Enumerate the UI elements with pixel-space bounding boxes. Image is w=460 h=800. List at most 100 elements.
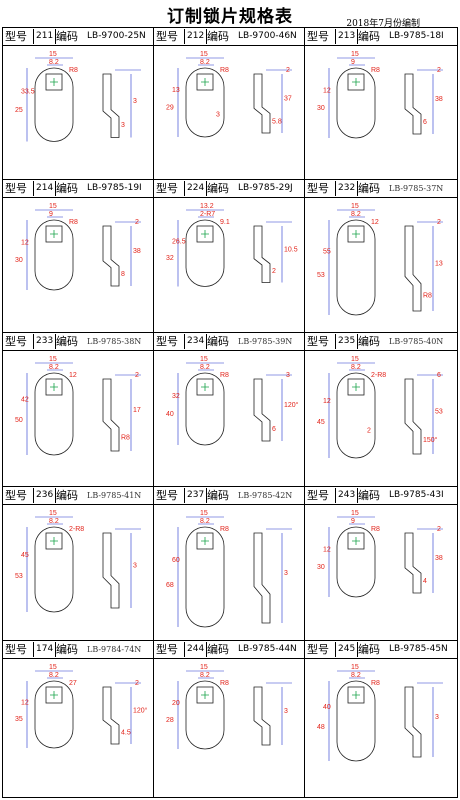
side-view: [404, 532, 422, 594]
dimension-label: 2: [286, 67, 290, 74]
dimension-label: 8.2: [351, 672, 361, 679]
dimension-label: 2: [367, 428, 371, 435]
dimension-label: 5.8: [272, 118, 282, 125]
part-code: LB-9785-39N: [238, 337, 293, 346]
part-code: LB-9700-46N: [238, 31, 297, 41]
side-dimension-lines: [417, 221, 443, 311]
dimension-lines: [177, 57, 224, 137]
part-code: LB-9784-74N: [87, 645, 142, 654]
dimension-label: 38: [133, 248, 141, 255]
dimension-lines: [26, 670, 73, 748]
dimension-lines: [177, 670, 224, 749]
side-view: [404, 378, 422, 455]
model-number: 233: [33, 334, 57, 349]
dimension-label: 42: [21, 397, 29, 404]
dimension-label: 15: [49, 51, 57, 58]
model-number: 213: [335, 29, 359, 44]
dimension-label: 8.2: [200, 364, 210, 371]
dimension-label: 2: [135, 680, 139, 687]
dimension-label: 37: [284, 96, 292, 103]
side-view: [253, 225, 271, 283]
dimension-label: 3: [133, 563, 137, 570]
model-label: 型号: [156, 182, 178, 195]
model-number: 212: [184, 29, 208, 44]
code-label: 编码: [358, 182, 380, 195]
side-view: [404, 73, 422, 135]
dimension-label: 17: [133, 407, 141, 414]
dimension-label: 12: [21, 699, 29, 706]
dimension-label: 45: [21, 552, 29, 559]
dimension-lines: [26, 57, 73, 142]
model-number: 214: [33, 181, 57, 196]
part-code: LB-9785-44N: [238, 644, 297, 654]
dimension-label: 15: [49, 510, 57, 517]
dimension-label: 53: [317, 272, 325, 279]
dimension-label: 2-R8: [371, 372, 386, 379]
code-label: 编码: [207, 182, 229, 195]
dimension-label: 8: [121, 271, 125, 278]
code-label: 编码: [207, 30, 229, 43]
square-hole: [347, 225, 365, 243]
dimension-label: 30: [317, 105, 325, 112]
model-number: 235: [335, 334, 359, 349]
code-label: 编码: [207, 335, 229, 348]
model-number: 244: [184, 642, 208, 657]
square-hole: [196, 378, 214, 396]
model-number: 232: [335, 181, 359, 196]
dimension-label: 40: [323, 704, 331, 711]
dimension-lines: [26, 209, 73, 290]
square-hole: [45, 378, 63, 396]
dimension-lines: [177, 209, 224, 287]
side-view: [102, 686, 120, 745]
model-number: 224: [184, 181, 208, 196]
dimension-label: 15: [200, 51, 208, 58]
side-view: [253, 686, 271, 746]
model-label: 型号: [156, 643, 178, 656]
dimension-label: 38: [435, 555, 443, 562]
side-dimension-lines: [266, 528, 292, 623]
square-hole: [347, 686, 365, 704]
dimension-label: 2: [437, 67, 441, 74]
dimension-label: R8: [220, 526, 229, 533]
edit-date: 2018年7月份编制: [346, 19, 420, 29]
code-label: 编码: [358, 489, 380, 502]
model-number: 211: [33, 29, 57, 44]
dimension-label: 2-R7: [200, 211, 215, 218]
dimension-label: 25: [15, 107, 23, 114]
dimension-label: 15: [49, 203, 57, 210]
dimension-label: 29: [166, 104, 174, 111]
dimension-label: 4: [423, 578, 427, 585]
dimension-lines: [177, 362, 224, 445]
dimension-label: 33.5: [21, 89, 35, 96]
square-hole: [196, 73, 214, 91]
dimension-lines: [328, 516, 375, 597]
part-code: LB-9785-40N: [389, 337, 444, 346]
part-code: LB-9785-29J: [238, 183, 293, 193]
code-label: 编码: [56, 182, 78, 195]
part-code: LB-9700-25N: [87, 31, 146, 41]
part-outline: [336, 680, 376, 762]
code-label: 编码: [56, 489, 78, 502]
side-dimension-lines: [417, 682, 443, 757]
part-outline: [185, 219, 225, 287]
dimension-label: 3: [435, 714, 439, 721]
square-hole: [45, 686, 63, 704]
center-mark: [201, 537, 209, 545]
square-hole: [347, 532, 365, 550]
